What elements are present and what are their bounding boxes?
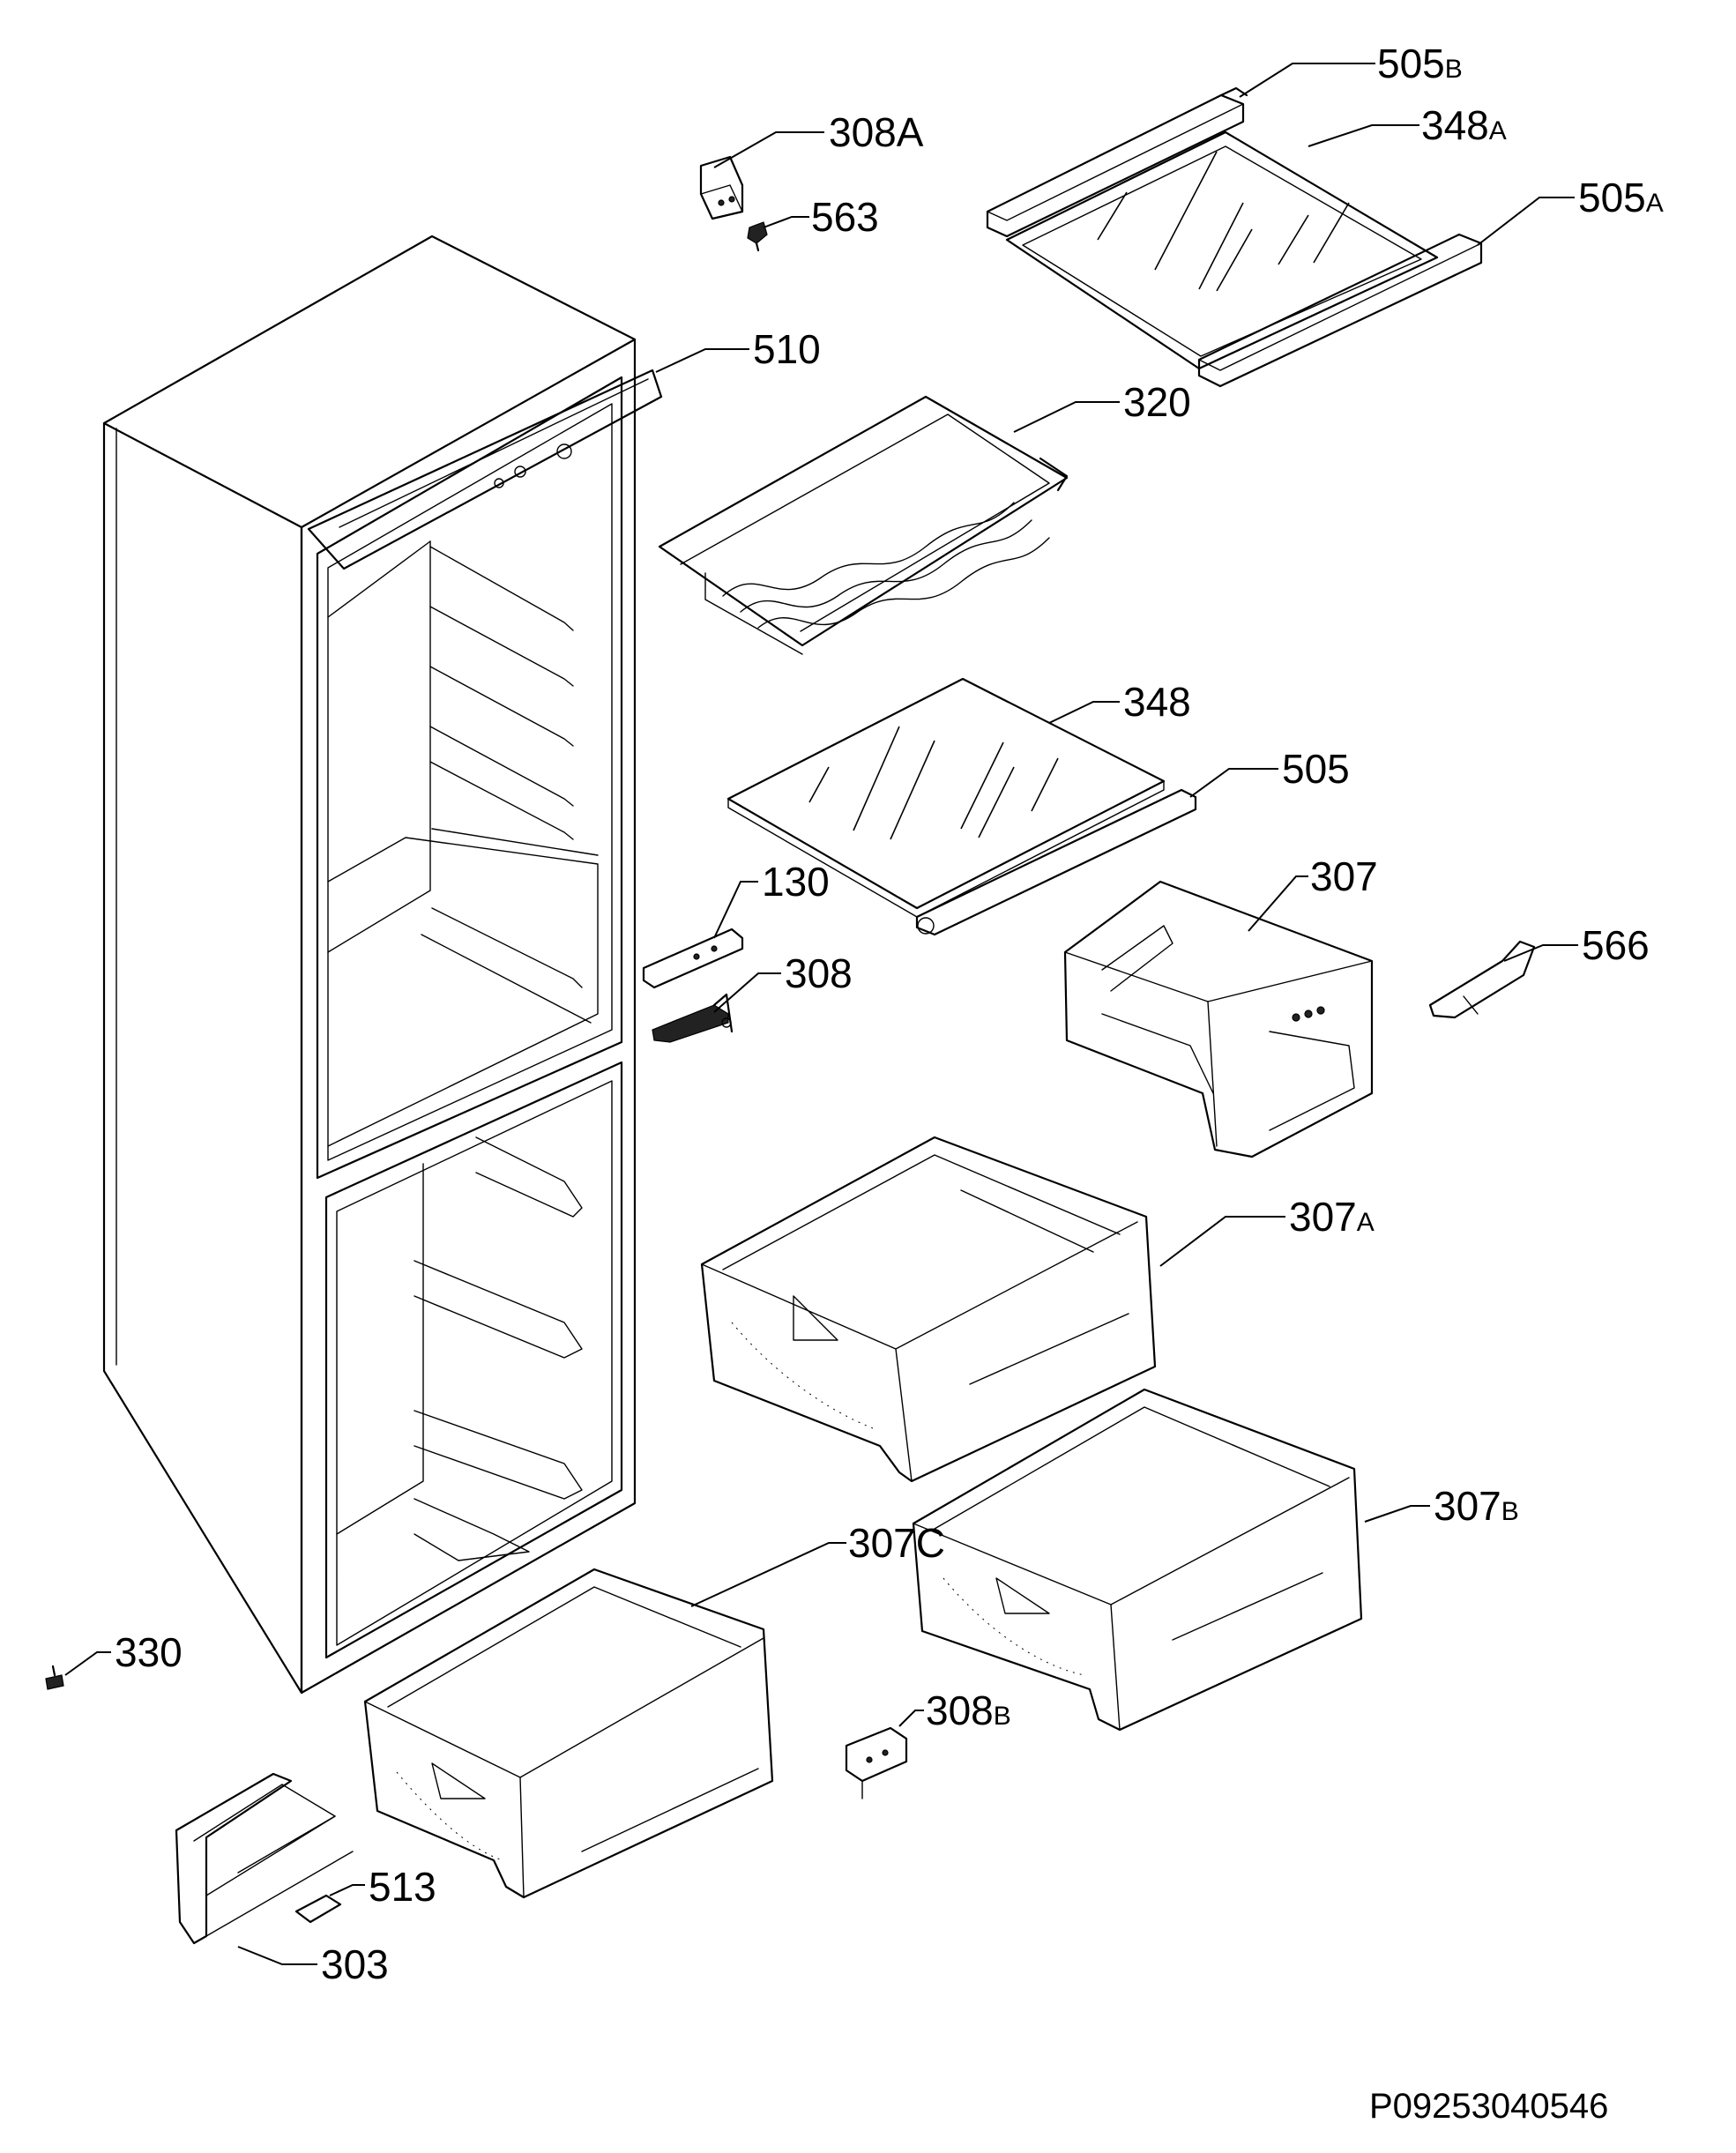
label-307: 307 [1310, 853, 1378, 899]
label-348: 348 [1123, 679, 1191, 725]
label-130: 130 [762, 859, 830, 905]
drawing-code: P09253040546 [1369, 2087, 1608, 2126]
label-513: 513 [369, 1864, 436, 1910]
hinge-308 [652, 993, 734, 1043]
shelf-trim-505 [915, 788, 1197, 936]
label-510: 510 [753, 326, 821, 372]
drawer-307 [1063, 880, 1374, 1158]
label-307B: 307B [1434, 1483, 1519, 1529]
clip-513 [294, 1894, 342, 1924]
crisper-drawer-307A [700, 1136, 1157, 1483]
label-563: 563 [811, 194, 879, 240]
label-566: 566 [1582, 922, 1650, 968]
label-307C: 307C [848, 1520, 945, 1566]
label-505A: 505A [1578, 175, 1664, 220]
hinge-308B [845, 1726, 908, 1799]
label-308A: 308A [829, 109, 924, 155]
label-348A: 348A [1421, 102, 1507, 148]
plinth-303 [175, 1772, 354, 1945]
shelf-trim-505B [986, 86, 1248, 238]
label-330: 330 [115, 1629, 183, 1675]
leader-lines [64, 63, 1578, 1965]
screw-563 [747, 221, 768, 252]
wine-rack-320 [658, 395, 1069, 655]
glass-shelf-348A [1005, 130, 1439, 370]
hinge-308A [699, 155, 744, 220]
foot-330 [45, 1665, 64, 1690]
crisper-drawer-307C [363, 1568, 774, 1899]
cabinet-drawing [102, 235, 663, 1695]
label-505B: 505B [1377, 41, 1463, 86]
label-307A: 307A [1289, 1194, 1375, 1240]
shelf-trim-505A [1197, 233, 1483, 388]
label-320: 320 [1123, 379, 1191, 425]
label-308: 308 [785, 950, 853, 996]
label-303: 303 [321, 1941, 389, 1987]
label-308B: 308B [926, 1687, 1011, 1733]
label-505: 505 [1282, 746, 1350, 792]
bracket-130 [642, 928, 744, 989]
part-566 [1428, 940, 1536, 1019]
crisper-drawer-307B [912, 1388, 1363, 1732]
